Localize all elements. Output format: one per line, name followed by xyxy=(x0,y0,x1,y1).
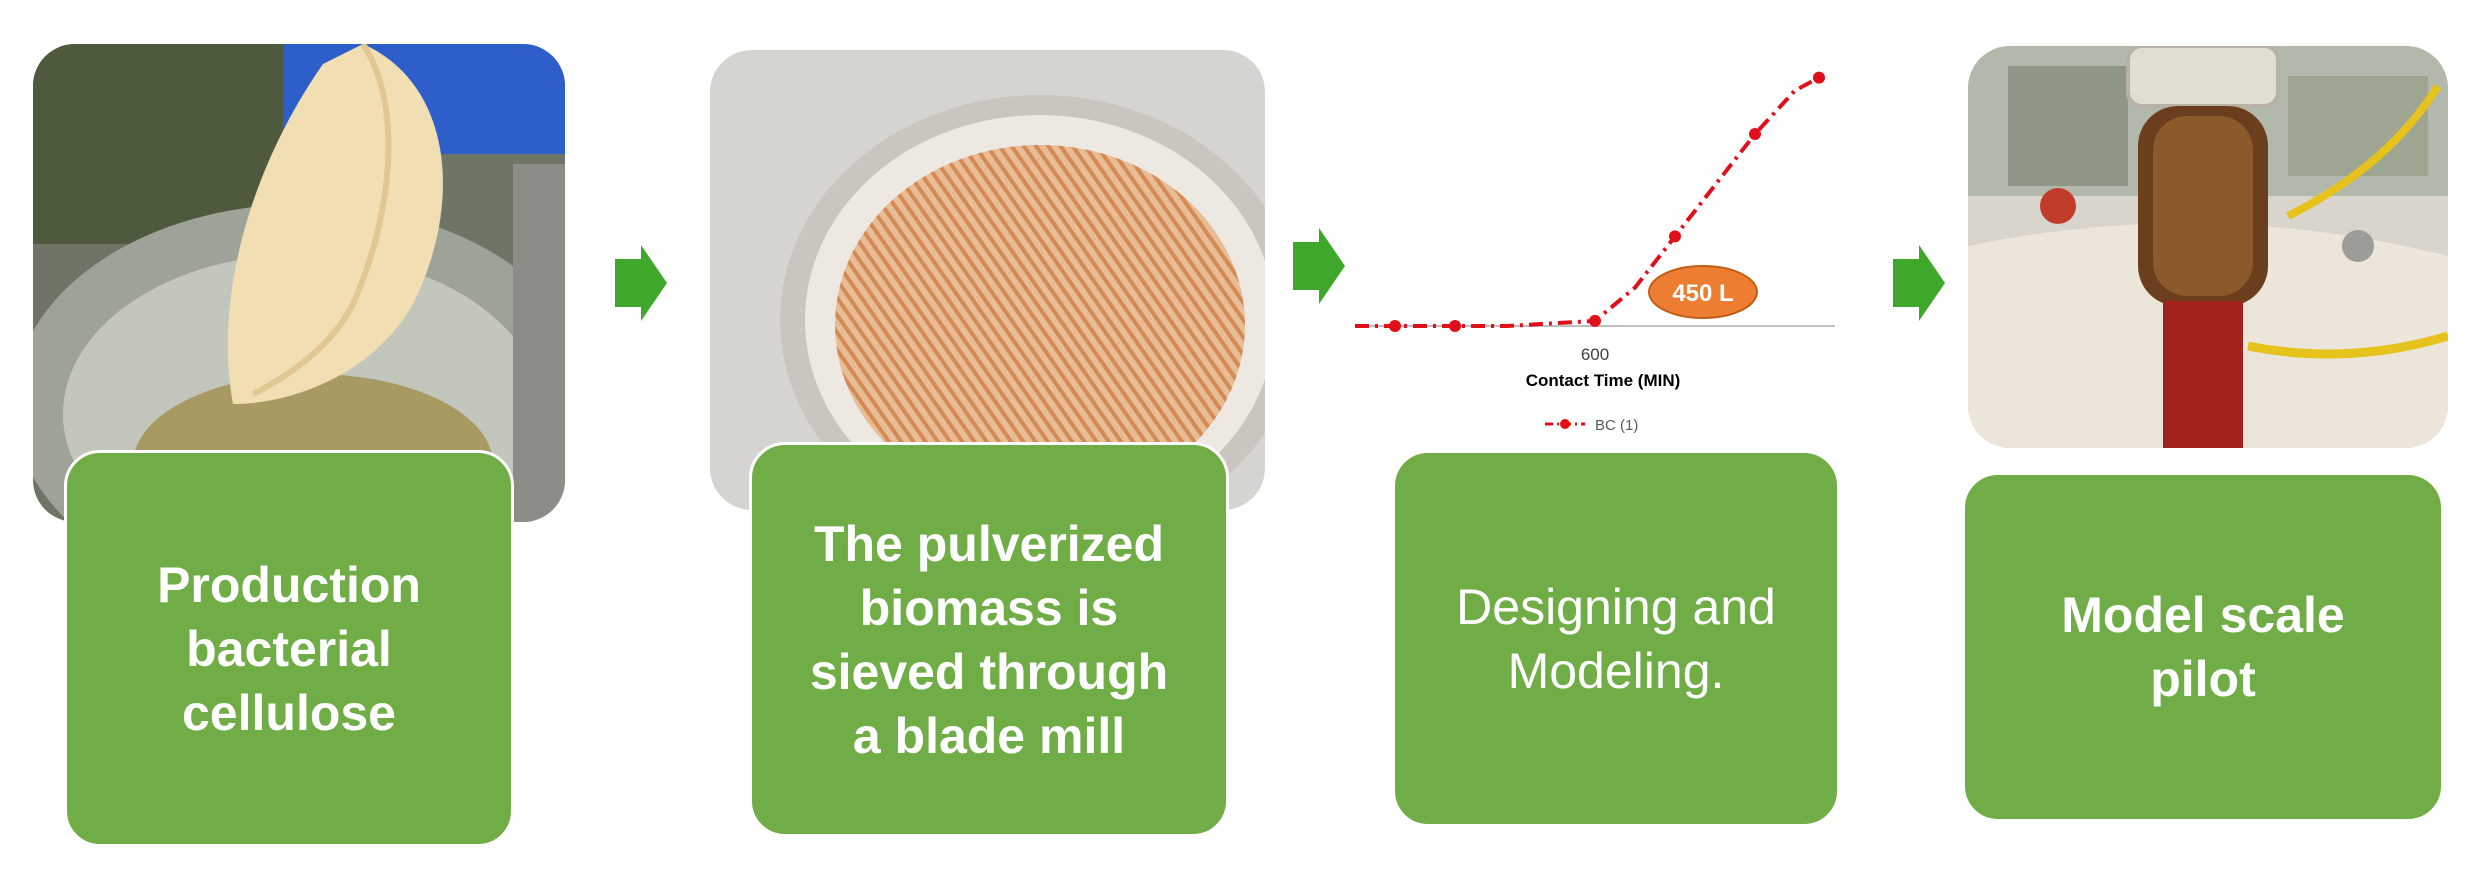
step-box-pilot: Model scale pilot xyxy=(1962,472,2444,822)
photo-pilot-column xyxy=(1968,46,2448,448)
series-line xyxy=(1355,75,1820,328)
arrow-right-icon xyxy=(1293,228,1345,304)
legend-label: BC (1) xyxy=(1595,417,1638,434)
step-label: The pulverized biomass is sieved through… xyxy=(809,515,1169,764)
legend-marker xyxy=(1560,419,1570,429)
series-point xyxy=(1749,128,1761,140)
contact-time-chart: 450 L 600 Contact Time (MIN) BC (1) xyxy=(1345,40,1875,460)
step-label: Production bacterial cellulose xyxy=(157,556,421,741)
step-label: Designing and Modeling. xyxy=(1456,578,1776,699)
arrow-right-icon xyxy=(615,245,667,321)
chart-svg: 450 L 600 Contact Time (MIN) BC (1) xyxy=(1355,71,1835,434)
x-tick-label: 600 xyxy=(1581,345,1609,364)
step-box-modeling: Designing and Modeling. xyxy=(1392,450,1840,827)
annotation-label: 450 L xyxy=(1672,280,1733,307)
series-point xyxy=(1389,320,1401,332)
series-point xyxy=(1813,71,1825,84)
annotation-badge xyxy=(1648,265,1758,319)
step-box-sieving: The pulverized biomass is sieved through… xyxy=(749,442,1229,837)
step-box-production: Production bacterial cellulose xyxy=(64,450,514,847)
series-point xyxy=(1589,314,1601,327)
series-point xyxy=(1669,230,1681,243)
series-point xyxy=(1449,320,1461,332)
photo-sieved-biomass xyxy=(710,50,1265,510)
step-label: Model scale pilot xyxy=(2061,587,2345,707)
arrow-right-icon xyxy=(1893,245,1945,321)
x-axis-label: Contact Time (MIN) xyxy=(1526,371,1681,390)
series-bc xyxy=(1355,71,1825,332)
